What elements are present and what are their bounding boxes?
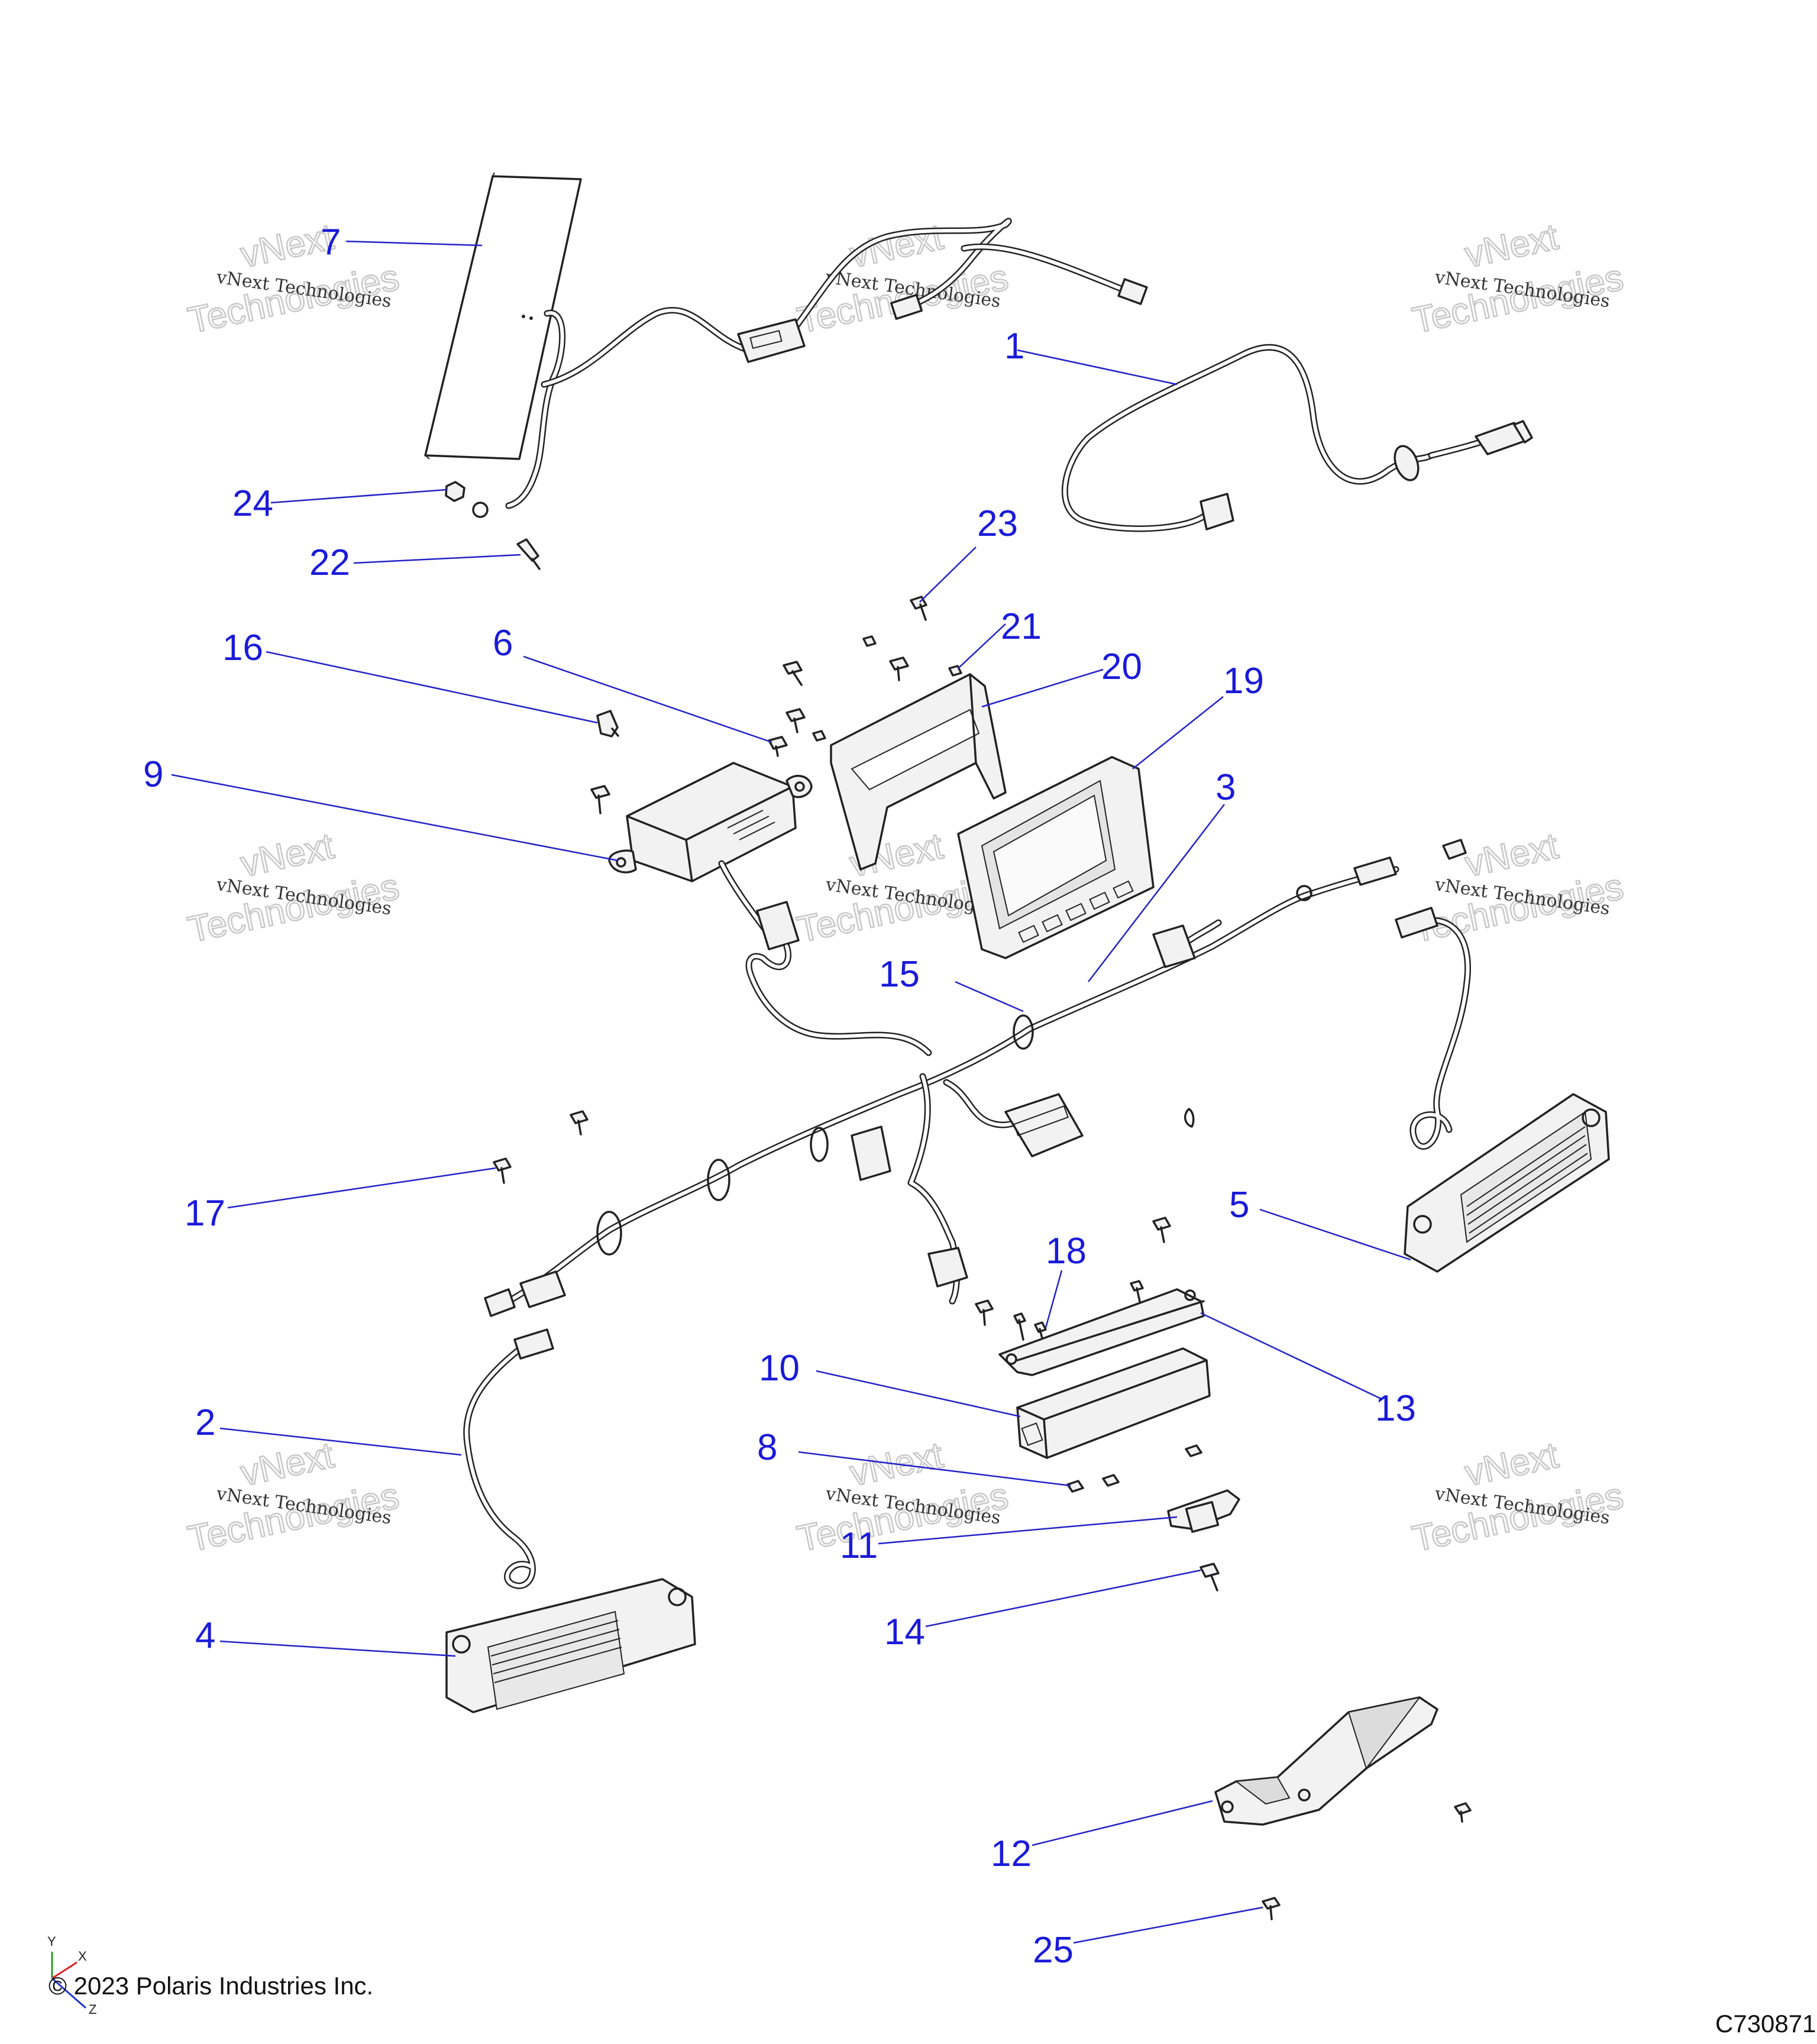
callout-13: 13 bbox=[1375, 1388, 1416, 1429]
callouts: 1 2 3 4 5 6 7 8 9 10 11 12 13 14 15 16 1… bbox=[143, 222, 1416, 1971]
callout-24: 24 bbox=[232, 483, 273, 524]
small-fasteners-top bbox=[768, 596, 962, 757]
callout-21: 21 bbox=[1001, 606, 1042, 647]
callout-17: 17 bbox=[185, 1193, 225, 1234]
watermark-text: vNext bbox=[237, 826, 337, 885]
callout-2: 2 bbox=[195, 1402, 215, 1443]
watermark-bot-mid: Technologies vNext bbox=[793, 1434, 1013, 1561]
part-5-right-speaker bbox=[1395, 907, 1610, 1273]
watermark-top-left: Technologies vNext bbox=[184, 216, 403, 342]
axis-x-label: X bbox=[78, 1949, 87, 1964]
watermark-top-right: Technologies vNext bbox=[1408, 216, 1628, 342]
part-1-cable bbox=[1061, 344, 1533, 532]
callout-16: 16 bbox=[222, 628, 263, 668]
axis-triad: Y X Z bbox=[47, 1934, 96, 2017]
part-22-pushpin bbox=[516, 538, 541, 570]
callout-12: 12 bbox=[991, 1833, 1032, 1874]
part-3-main-harness bbox=[484, 839, 1467, 1317]
callout-10: 10 bbox=[759, 1348, 800, 1389]
part-13-plate bbox=[998, 1288, 1205, 1376]
watermark-bot-right: Technologies vNext bbox=[1408, 1434, 1628, 1561]
part-7-panel bbox=[424, 172, 582, 460]
harness-9-lead bbox=[718, 860, 932, 1056]
watermark-text: vNext bbox=[1462, 826, 1561, 885]
callout-1: 1 bbox=[1004, 326, 1024, 367]
callout-9: 9 bbox=[143, 754, 163, 795]
callout-20: 20 bbox=[1101, 646, 1142, 687]
watermarks: Technologies vNext vNext Technologies Te… bbox=[184, 216, 1628, 1561]
part-18-screws bbox=[975, 1217, 1171, 1347]
callout-15: 15 bbox=[879, 954, 920, 995]
part-25-screw bbox=[1262, 1802, 1472, 1920]
axis-y-label: Y bbox=[47, 1934, 56, 1949]
watermark-text: vNext bbox=[1462, 216, 1561, 276]
part-16-clip bbox=[596, 710, 619, 738]
part-9-module bbox=[608, 762, 813, 882]
callout-4: 4 bbox=[195, 1615, 215, 1656]
bolt-9 bbox=[590, 785, 610, 814]
part-24-nut bbox=[445, 481, 465, 502]
callout-11: 11 bbox=[840, 1525, 878, 1566]
part-14-fitting bbox=[1200, 1563, 1220, 1592]
part-12-bracket bbox=[1214, 1696, 1438, 1826]
top-harness bbox=[472, 218, 1148, 518]
part-10-module bbox=[1016, 1347, 1211, 1459]
part-8-nuts bbox=[1066, 1444, 1202, 1493]
watermark-top-mid: Technologies vNext bbox=[793, 216, 1013, 342]
part-4-left-speaker bbox=[445, 1328, 696, 1713]
copyright-text: © 2023 Polaris Industries Inc. bbox=[49, 1972, 373, 2000]
callout-23: 23 bbox=[977, 503, 1018, 544]
leader-lines bbox=[171, 240, 1411, 1944]
part-11-sensor bbox=[1167, 1489, 1240, 1533]
callout-14: 14 bbox=[884, 1612, 925, 1652]
watermark-text: vNext bbox=[1462, 1435, 1561, 1494]
callout-5: 5 bbox=[1229, 1185, 1249, 1225]
watermark-text: vNext bbox=[237, 1435, 337, 1494]
display-buttons bbox=[1018, 880, 1134, 943]
callout-18: 18 bbox=[1046, 1231, 1087, 1272]
watermark-mid-right: Technologies vNext bbox=[1408, 825, 1628, 952]
callout-19: 19 bbox=[1223, 661, 1264, 701]
watermark-bot-left: Technologies vNext bbox=[184, 1434, 403, 1561]
callout-3: 3 bbox=[1215, 767, 1236, 808]
watermark-mid-left: Technologies vNext bbox=[184, 825, 403, 952]
drawing-number: C730871 bbox=[1715, 2010, 1816, 2037]
part-19-display bbox=[957, 756, 1155, 959]
part-20-bracket bbox=[830, 673, 1007, 871]
callout-6: 6 bbox=[493, 623, 513, 664]
callout-22: 22 bbox=[309, 542, 350, 583]
callout-7: 7 bbox=[321, 222, 341, 263]
part-17-bolt bbox=[493, 1108, 1195, 1184]
axis-z-label: Z bbox=[89, 2002, 96, 2017]
callout-8: 8 bbox=[757, 1427, 777, 1468]
callout-25: 25 bbox=[1033, 1930, 1074, 1971]
